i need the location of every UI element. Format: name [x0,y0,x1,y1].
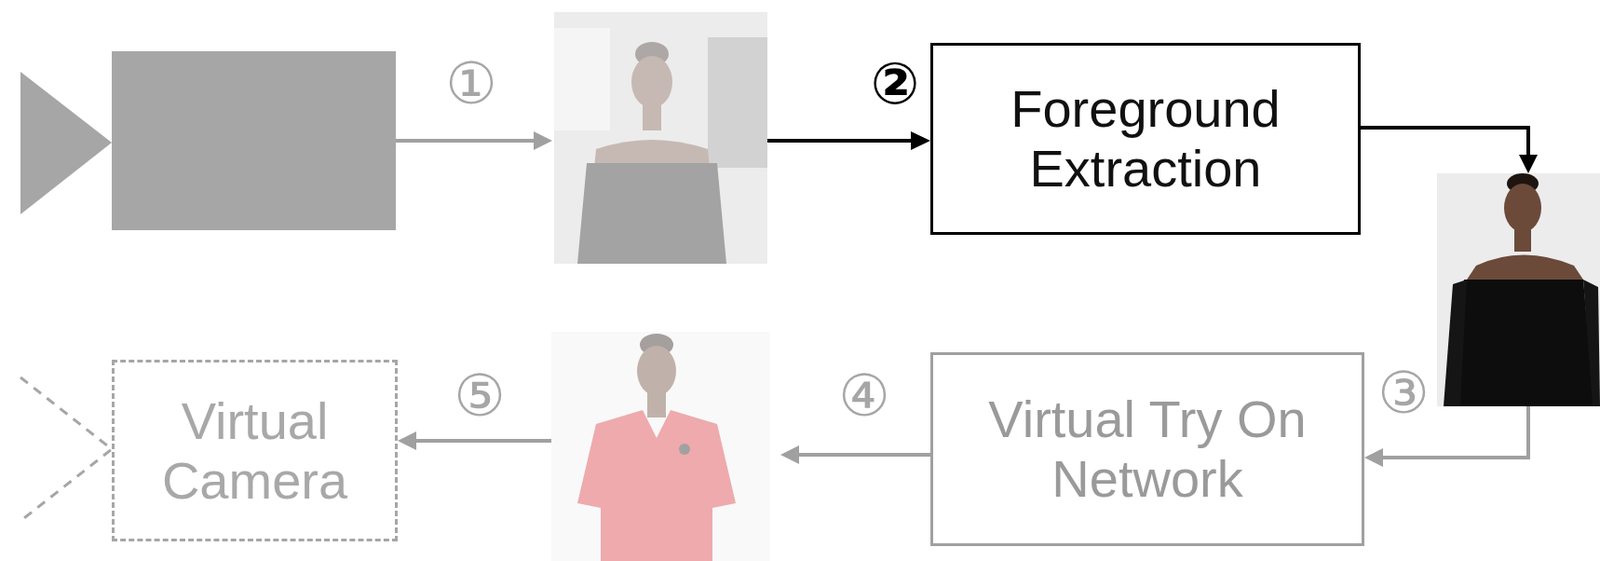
arrow-head [1364,447,1384,467]
arrow-head [1518,154,1538,174]
node-text: Virtual Camera [122,391,387,511]
arrow-head [780,445,800,464]
network-box: Virtual Try On Network [930,352,1365,546]
callout-number: ② [870,54,921,113]
callout-number: ④ [838,366,891,425]
arrow-head [533,131,553,150]
arrow-head [397,431,417,450]
connector-line [1360,127,1529,157]
input-photo [554,12,768,264]
callout-number: ③ [1377,364,1430,422]
arrow-head [910,131,931,150]
connector-line [797,452,931,457]
process-box: Foreground Extraction [930,42,1361,235]
connector-line [414,438,552,443]
node-text: Virtual Try On Network [941,389,1354,509]
output-photo [551,331,771,561]
virtual-camera-lens [20,377,112,521]
callout-number: ⑤ [453,366,506,425]
callout-number: ① [445,54,498,113]
camera-body [111,51,396,231]
virtual-camera-box: Virtual Camera [111,359,398,542]
camera-lens [20,71,112,215]
node-text: Foreground Extraction [941,79,1350,199]
foreground-photo [1437,173,1600,407]
flow-arrow [767,138,915,143]
flow-arrow [395,138,537,143]
